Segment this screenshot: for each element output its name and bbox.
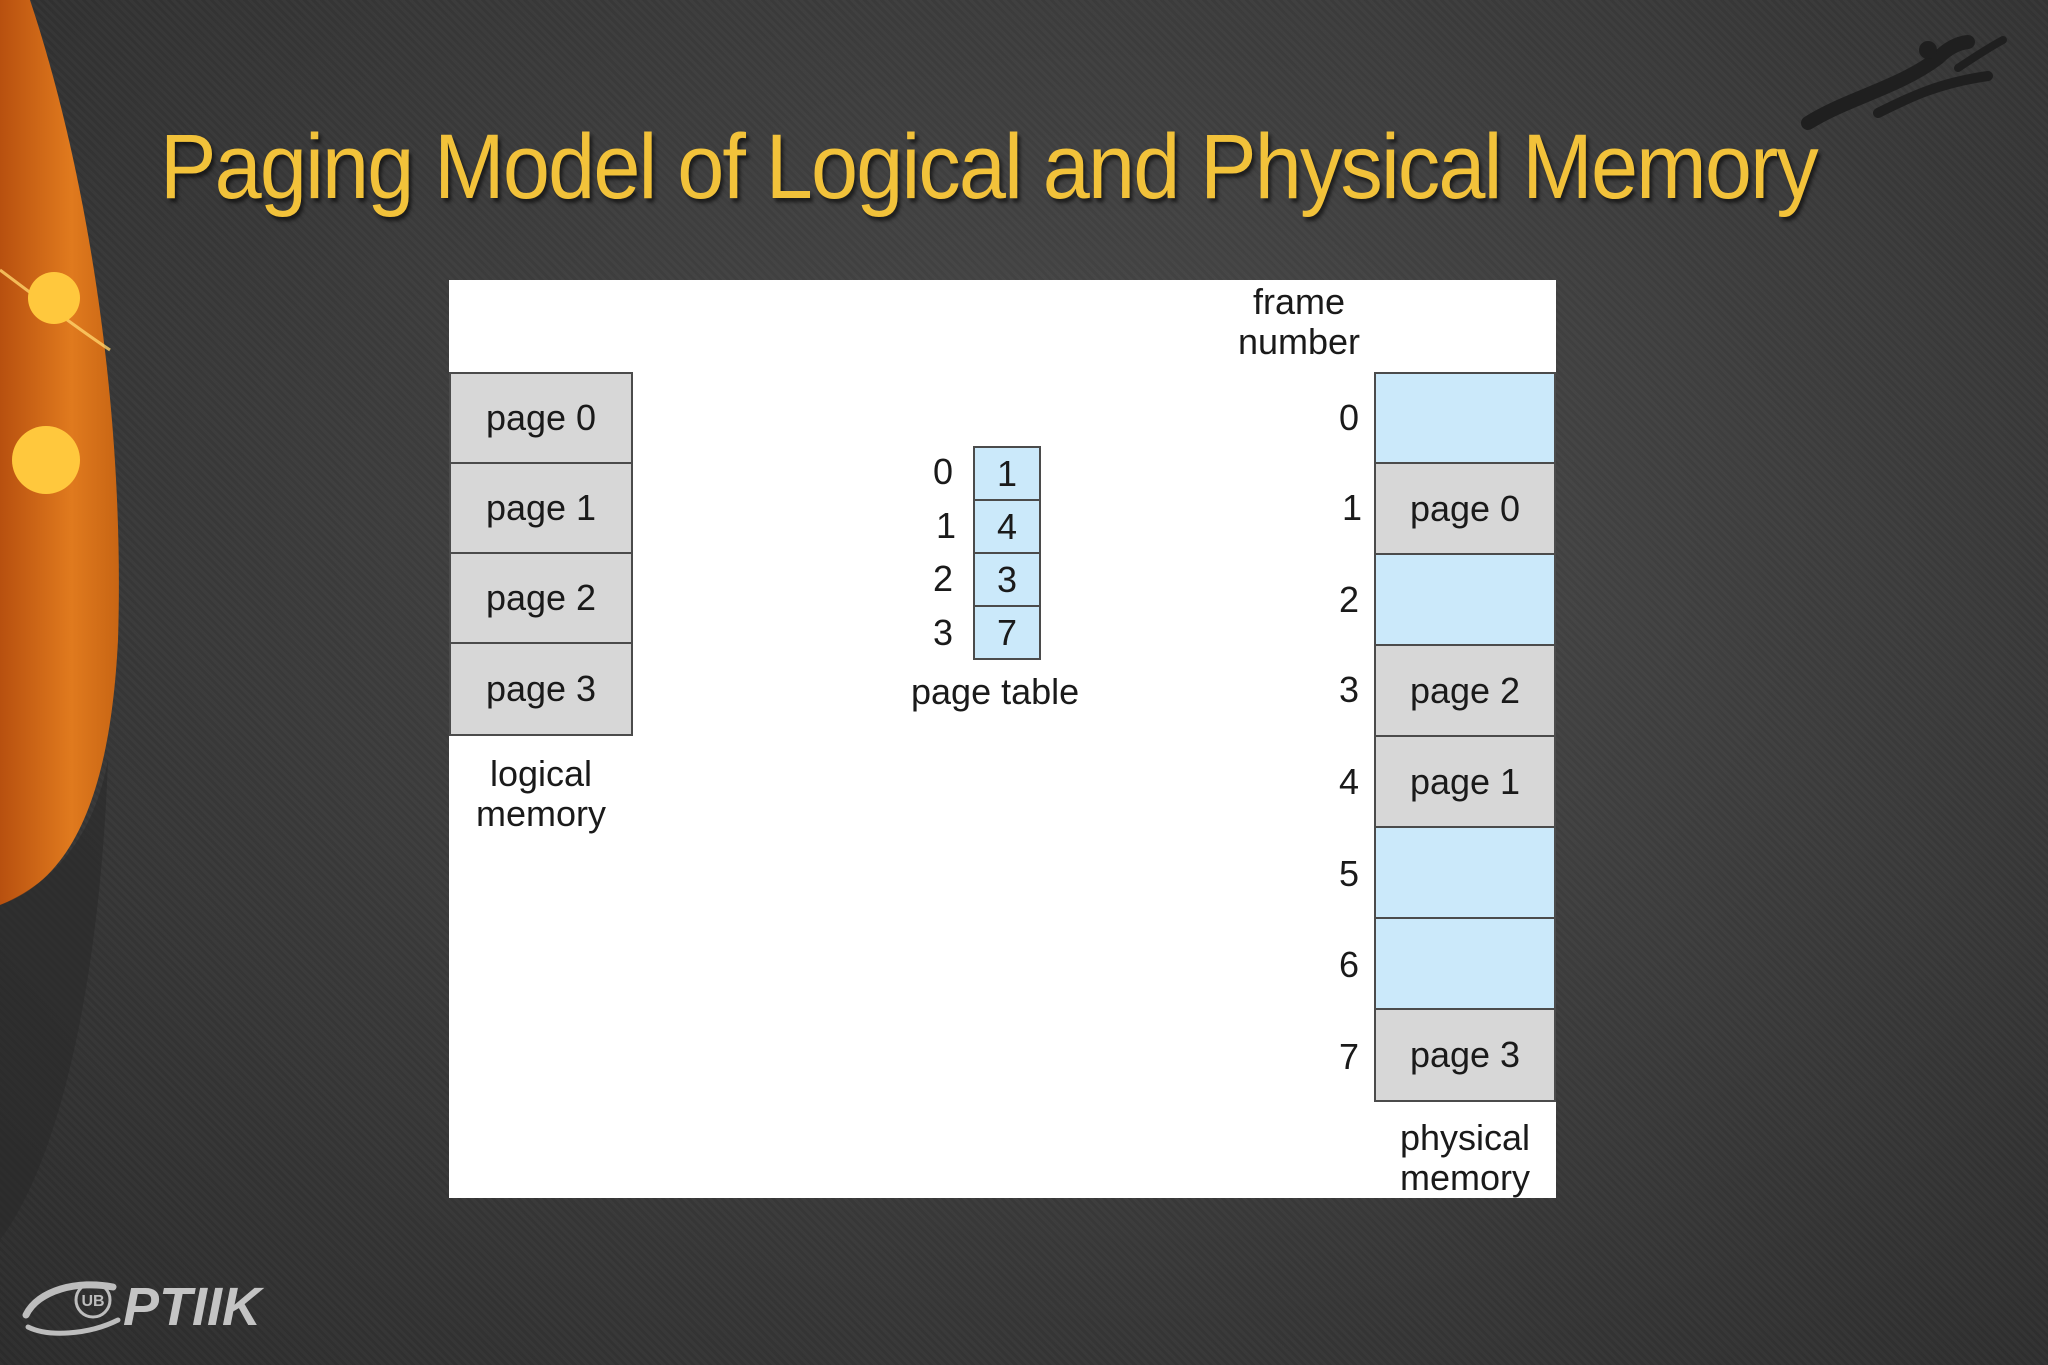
ptiik-logo: UB PTIIK [22, 1277, 265, 1337]
frame-number-header-line2: number [1237, 321, 1361, 362]
physical-memory-label-line2: memory [1399, 1157, 1530, 1198]
page-table-entry-0: 1 [973, 446, 1041, 501]
frame-number-1: 1 [1342, 487, 1363, 528]
ptiik-logo-text: PTIIK [123, 1277, 265, 1337]
physical-frame-5 [1374, 826, 1556, 919]
brand-logo-icon [1801, 35, 2007, 130]
frame-number-0: 0 [1339, 397, 1360, 438]
frame-number-7: 7 [1339, 1036, 1360, 1077]
logical-memory-label-line1: logical [489, 753, 593, 794]
page-table-index-3: 3 [933, 612, 954, 653]
page-table-index-2: 2 [933, 558, 954, 599]
physical-frame-4: page 1 [1374, 735, 1556, 828]
logical-memory-label-line2: memory [475, 793, 606, 834]
logical-page-1: page 1 [449, 462, 633, 554]
frame-number-2: 2 [1339, 579, 1360, 620]
page-table-index-1: 1 [936, 505, 957, 546]
logical-page-2: page 2 [449, 552, 633, 644]
frame-number-4: 4 [1339, 761, 1360, 802]
logical-page-3: page 3 [449, 642, 633, 736]
physical-frame-2 [1374, 553, 1556, 646]
page-table-entry-2: 3 [973, 552, 1041, 607]
frame-number-5: 5 [1339, 853, 1360, 894]
physical-frame-1: page 0 [1374, 462, 1556, 555]
physical-frame-3: page 2 [1374, 644, 1556, 737]
ub-badge-text: UB [81, 1293, 104, 1310]
slide-title: Paging Model of Logical and Physical Mem… [160, 116, 1819, 218]
physical-frame-7: page 3 [1374, 1008, 1556, 1102]
physical-frame-6 [1374, 917, 1556, 1010]
physical-frame-0 [1374, 372, 1556, 464]
page-table-entry-1: 4 [973, 499, 1041, 554]
page-table-index-0: 0 [933, 451, 954, 492]
frame-number-3: 3 [1339, 669, 1360, 710]
logical-page-0: page 0 [449, 372, 633, 464]
page-table-entry-3: 7 [973, 605, 1041, 660]
paging-diagram: page 0 page 1 page 2 page 3 logical memo… [449, 280, 1556, 1198]
physical-memory-label-line1: physical [1399, 1117, 1531, 1158]
frame-number-header-line1: frame [1252, 281, 1346, 322]
page-table-label: page table [911, 671, 1080, 712]
orange-swoosh-decoration [0, 0, 119, 1240]
frame-number-6: 6 [1339, 944, 1360, 985]
